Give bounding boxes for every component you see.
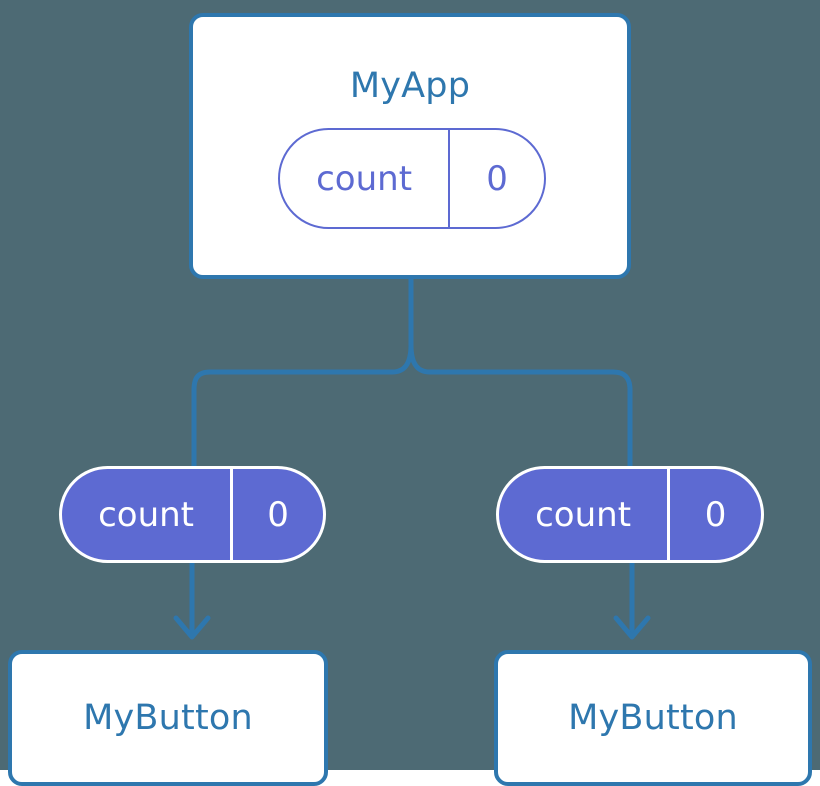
- arrow-right: [613, 560, 651, 640]
- state-pill-left-key: count: [62, 469, 234, 560]
- state-pill-root-value: 0: [486, 158, 508, 199]
- node-mybutton-left[interactable]: MyButton: [8, 650, 328, 786]
- state-pill-right[interactable]: count 0: [496, 466, 764, 563]
- branch-line-left: [191, 344, 414, 470]
- branch-line-right: [408, 344, 633, 470]
- node-mybutton-right-label: MyButton: [568, 697, 738, 738]
- state-pill-right-key: count: [499, 469, 671, 560]
- state-pill-left[interactable]: count 0: [59, 466, 326, 563]
- node-mybutton-left-label: MyButton: [83, 697, 253, 738]
- arrow-left: [173, 560, 211, 640]
- node-mybutton-right[interactable]: MyButton: [494, 650, 812, 786]
- state-pill-root-key: count: [280, 130, 451, 227]
- node-myapp-label: MyApp: [349, 66, 471, 106]
- state-pill-left-value: 0: [267, 494, 289, 535]
- connector-lines: [173, 279, 651, 640]
- state-pill-root[interactable]: count 0: [278, 128, 546, 229]
- state-pill-right-value: 0: [704, 494, 727, 535]
